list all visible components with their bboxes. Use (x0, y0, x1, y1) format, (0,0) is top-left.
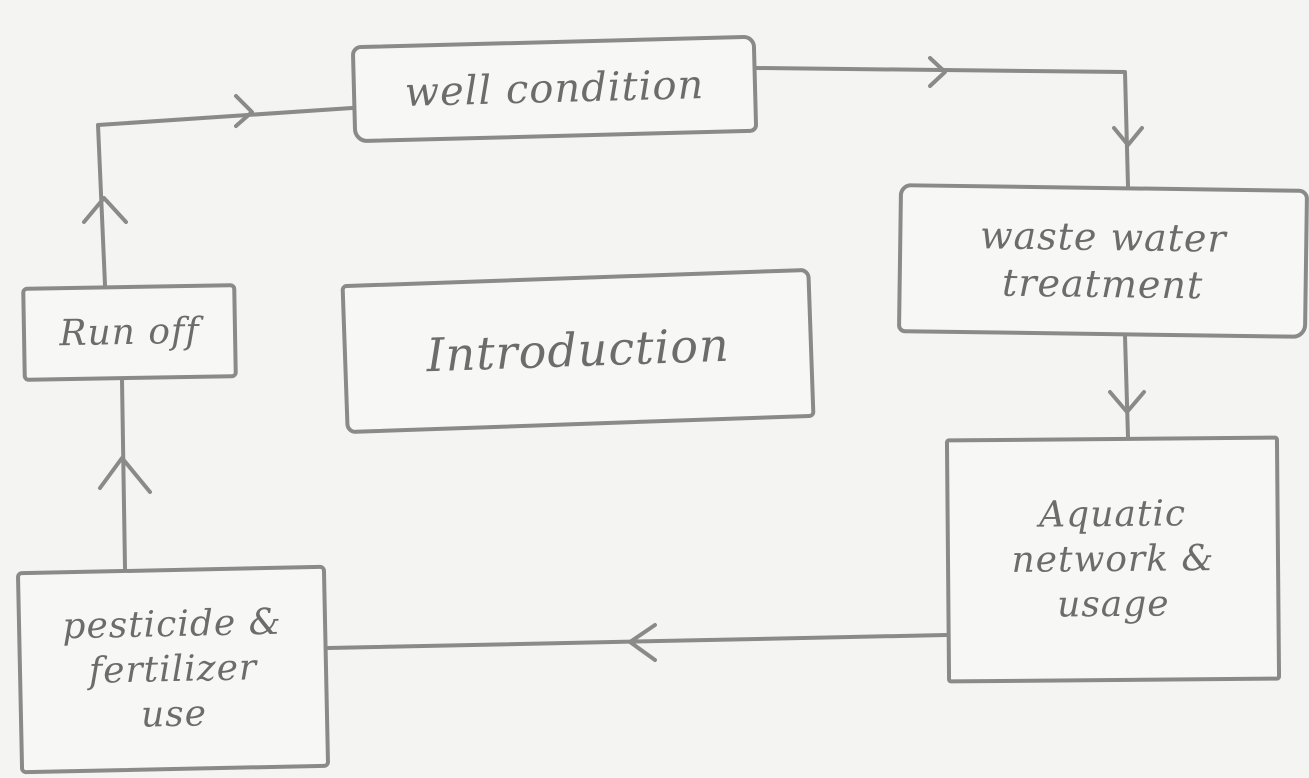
node-run-off: Run off (21, 283, 238, 382)
node-waste-water-treatment-label: waste water treatment (979, 212, 1227, 308)
arrowhead-waste-to-aquatic-down (1108, 390, 1146, 414)
node-pesticide-fertilizer-use-label: pesticide & fertilizer use (61, 601, 283, 736)
node-well-condition-label: well condition (404, 62, 705, 116)
node-well-condition: well condition (350, 34, 759, 144)
node-waste-water-treatment: waste water treatment (896, 183, 1309, 339)
edge-pesticide-to-runoff (120, 378, 127, 570)
arrowhead-pesticide-to-runoff-up (98, 456, 152, 494)
node-aquatic-network-usage-label: Aquatic network & usage (1011, 493, 1215, 626)
arrowhead-runoff-to-well-up (82, 196, 128, 224)
node-introduction: Introduction (340, 267, 816, 435)
arrowhead-runoff-to-well-right (234, 94, 254, 128)
node-pesticide-fertilizer-use: pesticide & fertilizer use (15, 564, 331, 775)
arrowhead-aquatic-to-pesticide-left (628, 623, 657, 662)
edge-runoff-to-well (96, 106, 354, 287)
arrowhead-well-to-waste-right (928, 56, 947, 88)
edge-waste-to-aquatic (1123, 334, 1130, 439)
node-aquatic-network-usage: Aquatic network & usage (944, 435, 1282, 684)
edge-aquatic-to-pesticide (326, 633, 948, 650)
edge-well-to-waste (755, 66, 1130, 188)
node-run-off-label: Run off (59, 310, 200, 355)
arrowhead-well-to-waste-down (1112, 126, 1144, 147)
center-title: Introduction (425, 317, 731, 383)
